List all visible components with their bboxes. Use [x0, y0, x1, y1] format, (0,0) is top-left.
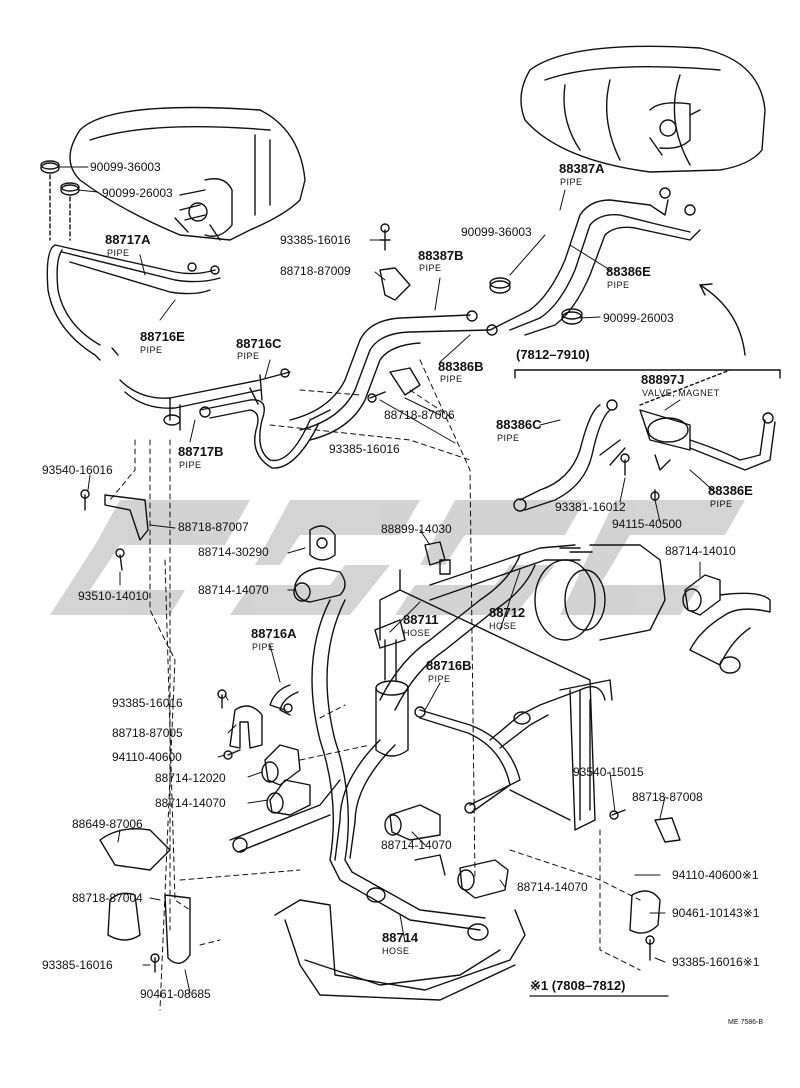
- label-88386b: 88386B: [438, 359, 484, 374]
- label-93540-15015: 93540-15015: [573, 765, 644, 779]
- label-94110-40600-note: 94110-40600※1: [672, 868, 759, 882]
- label-93540-16016: 93540-16016: [42, 463, 113, 477]
- label-88711-hose: HOSE: [403, 628, 431, 638]
- label-93381-16012: 93381-16012: [555, 500, 626, 514]
- label-88387b: 88387B: [418, 248, 464, 263]
- label-90099-26003-right: 90099-26003: [603, 311, 674, 325]
- receiver-drier: [374, 619, 409, 757]
- label-88386e-top: 88386E: [606, 264, 651, 279]
- label-90099-26003-left: 90099-26003: [102, 186, 173, 200]
- label-88714-14010: 88714-14010: [665, 544, 736, 558]
- label-93385-16016-c: 93385-16016: [112, 696, 183, 710]
- label-88718-87006: 88718-87006: [384, 408, 455, 422]
- note-applicability: ※1 (7808–7812): [530, 978, 626, 993]
- label-88718-87005: 88718-87005: [112, 726, 183, 740]
- label-88714: 88714: [382, 930, 419, 945]
- label-88712: 88712: [489, 605, 526, 620]
- protective-sleeves: [261, 567, 771, 899]
- label-88716c-pipe: PIPE: [237, 351, 260, 361]
- label-88718-87004: 88718-87004: [72, 891, 143, 905]
- label-90461-10143-note: 90461-10143※1: [672, 906, 760, 920]
- bolt-icons: [80, 223, 660, 973]
- label-88718-87007: 88718-87007: [178, 520, 249, 534]
- condenser: [379, 569, 613, 831]
- label-88717a-pipe: PIPE: [107, 248, 130, 258]
- label-88717b: 88717B: [178, 444, 224, 459]
- label-88718-87009: 88718-87009: [280, 264, 351, 278]
- label-88716a: 88716A: [251, 626, 297, 641]
- label-93385-16016-note: 93385-16016※1: [672, 955, 760, 969]
- label-93510-14010: 93510-14010: [78, 589, 149, 603]
- label-88649-87006: 88649-87006: [72, 817, 143, 831]
- label-88716e-pipe: PIPE: [140, 345, 163, 355]
- hose-88711-88712: [379, 544, 666, 711]
- label-88386e-bottom: 88386E: [708, 483, 753, 498]
- label-88386c-pipe: PIPE: [497, 433, 520, 443]
- label-88897j: 88897J: [641, 372, 685, 387]
- pipe-88716c-88717b: [119, 368, 331, 469]
- label-88716a-pipe: PIPE: [252, 642, 275, 652]
- label-94115-40500: 94115-40500: [612, 517, 682, 531]
- label-88386b-pipe: PIPE: [440, 374, 463, 384]
- label-88714-30290: 88714-30290: [198, 545, 269, 559]
- label-88714-14070-c: 88714-14070: [381, 838, 452, 852]
- label-88716b: 88716B: [426, 658, 472, 673]
- label-90099-36003-right: 90099-36003: [461, 225, 532, 239]
- label-88717a: 88717A: [105, 232, 151, 247]
- label-93385-16016-b: 93385-16016: [329, 442, 400, 456]
- pipe-88716a-88716b: [269, 684, 606, 814]
- label-93385-16016-d: 93385-16016: [42, 958, 113, 972]
- label-88899-14030: 88899-14030: [381, 522, 452, 536]
- label-88716e: 88716E: [140, 329, 185, 344]
- label-88387a-pipe: PIPE: [560, 177, 583, 187]
- label-88717b-pipe: PIPE: [179, 460, 202, 470]
- watermark-logo: [50, 500, 745, 615]
- label-90099-36003-left: 90099-36003: [90, 160, 161, 174]
- label-valve-magnet: VALVE, MAGNET: [642, 388, 720, 398]
- pipe-88717a-88716e: [46, 244, 221, 361]
- label-88714-14070-d: 88714-14070: [517, 880, 588, 894]
- shroud-bottom: [274, 854, 526, 1001]
- hose-88714: [229, 599, 489, 941]
- reference-code: ME 7586-B: [728, 1019, 764, 1026]
- label-88716c: 88716C: [236, 336, 282, 351]
- label-88714-14070-b: 88714-14070: [155, 796, 226, 810]
- label-88714-14070-a: 88714-14070: [198, 583, 269, 597]
- label-leaders: [57, 166, 716, 994]
- label-88386c: 88386C: [496, 417, 542, 432]
- label-88714-hose: HOSE: [382, 946, 410, 956]
- magnet-valve-assembly: [513, 369, 781, 512]
- label-88386e-top-pipe: PIPE: [607, 280, 630, 290]
- heater-unit-right: [520, 45, 766, 173]
- label-90461-08685: 90461-08685: [140, 987, 211, 1001]
- label-88718-87008: 88718-87008: [632, 790, 703, 804]
- label-94110-40600: 94110-40600: [112, 750, 182, 764]
- heater-unit-left: [69, 106, 306, 241]
- label-88714-12020: 88714-12020: [155, 771, 226, 785]
- label-88386e-bottom-pipe: PIPE: [710, 499, 733, 509]
- label-88716b-pipe: PIPE: [428, 674, 451, 684]
- label-88711: 88711: [403, 612, 439, 627]
- direction-arrow: [699, 283, 746, 356]
- label-88387a: 88387A: [559, 161, 605, 176]
- label-88712-hose: HOSE: [489, 621, 517, 631]
- label-range-7812-7910: (7812–7910): [516, 347, 590, 362]
- pipe-88387b-88386b: [289, 310, 498, 441]
- label-88387b-pipe: PIPE: [419, 263, 442, 273]
- label-93385-16016-a: 93385-16016: [280, 233, 351, 247]
- pipe-88387a-88386e: [489, 187, 701, 336]
- clamp-icons: [99, 267, 681, 964]
